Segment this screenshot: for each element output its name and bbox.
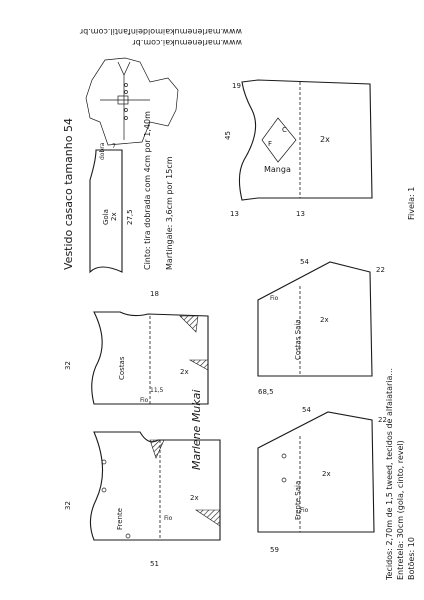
gola-qty: 2x	[110, 212, 118, 221]
costas-label: Costas	[118, 356, 126, 380]
manga-label: Manga	[264, 165, 291, 174]
saia-costas-len: 54	[300, 258, 309, 266]
manga-f: F	[268, 140, 272, 148]
costas-32: 32	[64, 361, 72, 370]
frente-32: 32	[64, 501, 72, 510]
saia-costas-w-bot: 68,5	[258, 388, 274, 396]
saia-costas-label: Costas Saia	[294, 319, 302, 360]
materials-block: Tecidos: 2,70m de 1,5 tweed, tecidos de …	[385, 368, 416, 581]
saia-frente-label: Frente Saia	[294, 481, 302, 520]
notes-block: Cinto: tira dobrada com 4cm por 1,40m Ma…	[143, 111, 174, 270]
saia-frente-w-bot: 59	[270, 546, 279, 554]
coat-sketch	[85, 57, 179, 146]
manga-height: 45	[224, 131, 232, 140]
gola-width: 7	[112, 143, 116, 150]
frente-fio: Fio	[164, 515, 173, 522]
note-fivela: Fivela: 1	[407, 187, 416, 220]
costas-11-5: 11,5	[150, 387, 164, 394]
manga-width: 13	[230, 210, 239, 218]
saia-frente-len: 54	[302, 406, 311, 414]
saia-frente-w-top: 22	[378, 416, 387, 424]
piece-frente: Frente 2x Fio 32 51	[64, 431, 221, 568]
header-url-1: www.marlenemukai.com.br	[132, 38, 242, 47]
saia-costas-qty: 2x	[320, 316, 329, 324]
saia-frente-fio: Fio	[300, 507, 309, 514]
note-cinto: Cinto: tira dobrada com 4cm por 1,40m	[143, 111, 152, 270]
piece-saia-frente: Frente Saia 2x Fio 54 59 22	[257, 406, 387, 554]
manga-qty: 2x	[320, 135, 330, 144]
gola-fold: dobra	[99, 142, 106, 160]
saia-costas-fio: Fio	[270, 295, 279, 302]
note-tecidos: Tecidos: 2,70m de 1,5 tweed, tecidos de …	[385, 368, 394, 581]
manga-c: C	[282, 126, 287, 134]
title: Vestido casaco tamanho 54	[62, 118, 75, 270]
piece-gola: Gola 2x dobra 27,5 7	[89, 142, 134, 274]
piece-manga: Manga 2x F C 19 45 13 13	[224, 79, 373, 218]
note-botoes: Botões: 10	[407, 537, 416, 580]
gola-label: Gola	[102, 209, 110, 225]
note-martingale: Martingale: 3,6cm por 15cm	[165, 156, 174, 270]
frente-qty: 2x	[190, 494, 199, 502]
saia-frente-qty: 2x	[322, 470, 331, 478]
frente-label: Frente	[116, 508, 124, 530]
saia-costas-w-top: 22	[376, 266, 385, 274]
header-url-2: www.marlenemukaimoldeinfantil.com.br	[79, 27, 242, 36]
frente-51: 51	[150, 560, 159, 568]
gola-height: 27,5	[126, 209, 134, 225]
note-entretela: Entretela: 30cm (gola, cinto, revel)	[396, 440, 405, 580]
costas-18: 18	[150, 290, 159, 298]
costas-qty: 2x	[180, 368, 189, 376]
piece-costas: Costas 2x Fio 32 18 11,5	[64, 290, 209, 405]
piece-saia-costas: Costas Saia 2x Fio 54 68,5 22	[257, 258, 385, 396]
signature: Marlene Mukai	[190, 390, 203, 470]
costas-fio: Fio	[140, 397, 149, 404]
manga-bottom: 13	[296, 210, 305, 218]
manga-top: 19	[232, 82, 241, 90]
